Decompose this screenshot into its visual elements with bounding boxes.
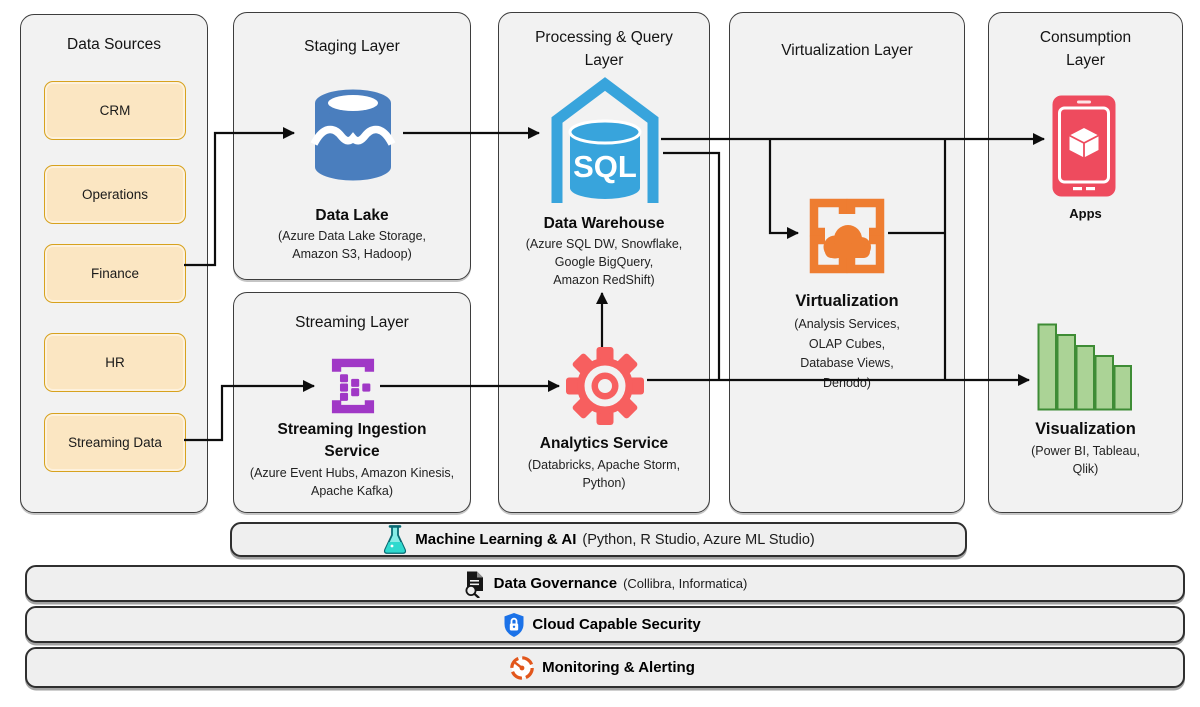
staging-layer-panel: Staging Layer Data Lake (Azure Data Lake…: [233, 12, 471, 280]
analytics-service-subtitle: (Databricks, Apache Storm, Python): [527, 458, 681, 490]
layer-title: Streaming Layer: [295, 314, 409, 331]
layer-title: Virtualization Layer: [781, 42, 913, 59]
bar-subtitle: (Collibra, Informatica): [623, 576, 748, 591]
sql-warehouse-icon: SQL: [548, 75, 662, 207]
visualization-subtitle: (Power BI, Tableau, Qlik): [1031, 444, 1140, 476]
streaming-ingestion-icon: [322, 355, 384, 417]
streaming-ingestion-subtitle: (Azure Event Hubs, Amazon Kinesis, Apach…: [249, 466, 455, 498]
virtualization-cloud-icon: [806, 195, 888, 277]
data-warehouse-title: Data Warehouse: [543, 215, 665, 232]
source-box-operations: Operations: [44, 165, 186, 224]
svg-text:SQL: SQL: [573, 149, 637, 184]
source-box-finance: Finance: [44, 244, 186, 303]
bar-subtitle: (Python, R Studio, Azure ML Studio): [582, 531, 815, 548]
bar-title: Data Governance: [493, 575, 618, 592]
data-sources-panel: Data Sources CRM Operations Finance HR S…: [20, 14, 208, 513]
layer-title: Processing & Query Layer: [535, 29, 673, 69]
flask-icon: [382, 524, 408, 556]
source-box-crm: CRM: [44, 81, 186, 140]
analytics-gear-icon: [566, 347, 644, 425]
data-lake-subtitle: (Azure Data Lake Storage, Amazon S3, Had…: [278, 229, 426, 261]
data-warehouse-subtitle: (Azure SQL DW, Snowflake, Google BigQuer…: [525, 237, 683, 287]
source-box-streaming-data: Streaming Data: [44, 413, 186, 472]
source-box-hr: HR: [44, 333, 186, 392]
apps-tablet-icon: [1052, 95, 1116, 197]
bar-title: Cloud Capable Security: [532, 616, 701, 633]
machine-learning-bar: Machine Learning & AI (Python, R Studio,…: [230, 522, 967, 557]
apps-label: Apps: [1069, 206, 1102, 221]
shield-lock-icon: [503, 612, 525, 638]
cloud-security-bar: Cloud Capable Security: [25, 606, 1185, 643]
layer-title: Data Sources: [67, 36, 161, 53]
data-governance-bar: Data Governance (Collibra, Informatica): [25, 565, 1185, 602]
document-search-icon: [463, 570, 487, 598]
data-lake-icon: [303, 87, 403, 185]
processing-query-panel: Processing & Query Layer SQL Data Wareho…: [498, 12, 710, 513]
virtualization-layer-panel: Virtualization Layer Virtualization (Ana…: [729, 12, 965, 513]
data-lake-title: Data Lake: [315, 207, 389, 224]
bar-title: Monitoring & Alerting: [542, 659, 695, 676]
streaming-ingestion-title: Streaming Ingestion Service: [277, 421, 427, 460]
streaming-layer-panel: Streaming Layer Streaming Ingestion Serv…: [233, 292, 471, 513]
monitoring-alerting-bar: Monitoring & Alerting: [25, 647, 1185, 688]
virtualization-subtitle: (Analysis Services, OLAP Cubes, Database…: [794, 317, 900, 390]
gauge-icon: [509, 655, 535, 681]
visualization-title: Visualization: [1035, 420, 1136, 438]
virtualization-title: Virtualization: [795, 292, 899, 310]
bar-title: Machine Learning & AI: [415, 531, 577, 548]
analytics-service-title: Analytics Service: [539, 435, 669, 452]
layer-title: Consumption Layer: [1039, 29, 1132, 69]
bar-chart-icon: [1037, 323, 1133, 411]
consumption-layer-panel: Consumption Layer Apps: [988, 12, 1183, 513]
layer-title: Staging Layer: [304, 38, 400, 55]
